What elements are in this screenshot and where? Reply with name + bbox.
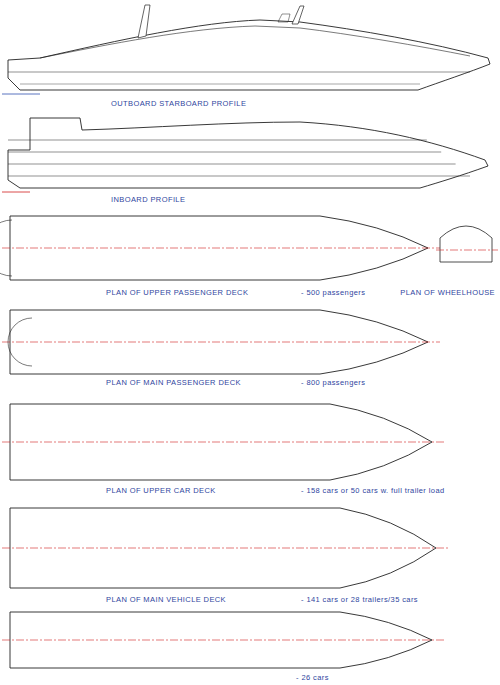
centre-line [436, 250, 498, 251]
hull-profile [8, 20, 490, 90]
centre-line [2, 640, 444, 641]
sheer-line [8, 72, 470, 73]
centre-line [2, 342, 440, 343]
centre-line [2, 548, 448, 549]
caption: INBOARD PROFILE [110, 195, 186, 204]
centre-line [2, 442, 444, 443]
wheelhouse-outline [440, 226, 492, 262]
caption: PLAN OF MAIN PASSENGER DECK [105, 378, 242, 387]
stern-lounge [8, 318, 32, 366]
caption: - 26 cars [295, 673, 330, 682]
centre-line [2, 248, 440, 249]
caption: - 800 passengers [300, 378, 366, 387]
hull-section [8, 118, 488, 188]
caption: PLAN OF UPPER PASSENGER DECK [105, 288, 249, 297]
superstructure-line [40, 26, 470, 58]
caption: PLAN OF UPPER CAR DECK [105, 486, 217, 495]
baseline [2, 94, 40, 95]
deck-line [8, 164, 456, 165]
deck-line [8, 140, 427, 141]
radar [278, 14, 290, 22]
caption: - 141 cars or 28 trailers/35 cars [300, 595, 419, 604]
mast [138, 5, 150, 38]
deck-line [8, 176, 470, 177]
waterline [20, 84, 420, 85]
caption: PLAN OF WHEELHOUSE [399, 288, 496, 297]
deck-line [8, 152, 441, 153]
baseline [2, 192, 30, 193]
mast [292, 6, 304, 24]
caption: PLAN OF MAIN VEHICLE DECK [105, 595, 227, 604]
caption: - 500 passengers [300, 288, 366, 297]
caption: OUTBOARD STARBOARD PROFILE [110, 99, 247, 108]
caption: - 158 cars or 50 cars w. full trailer lo… [300, 486, 446, 495]
